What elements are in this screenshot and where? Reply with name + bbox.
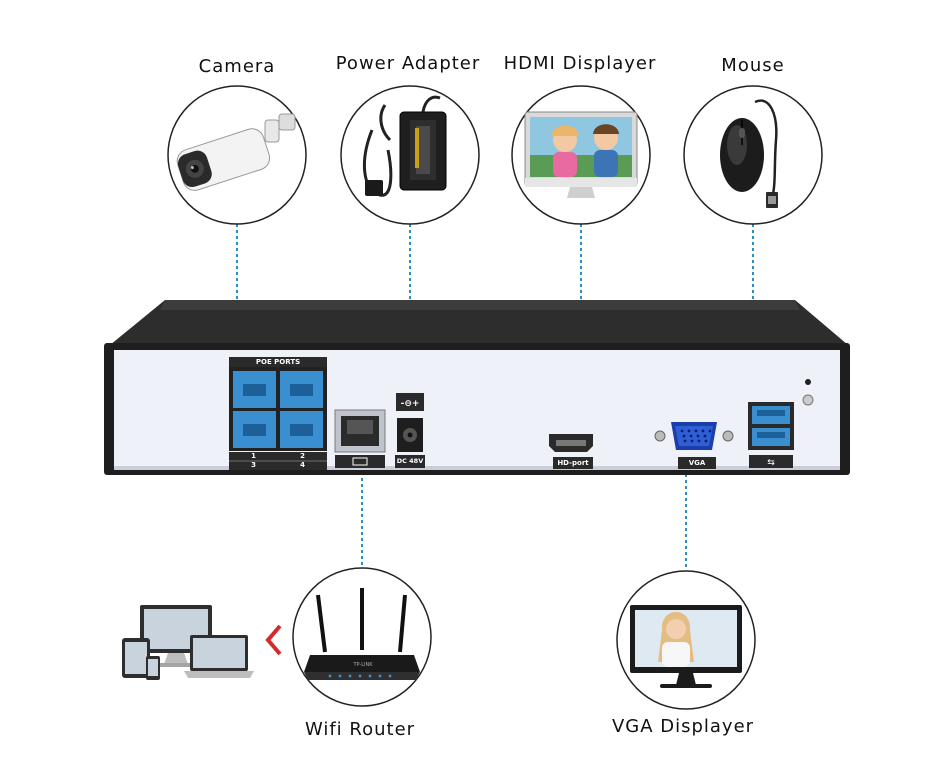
monitor-icon (524, 111, 638, 198)
vga-port (654, 422, 734, 469)
lan-port (334, 409, 386, 468)
usb-icon: ⇆ (767, 458, 775, 468)
arrow-left-icon (265, 624, 282, 656)
vga-monitor-icon (630, 605, 742, 688)
poe-port-number: 2 (300, 452, 305, 460)
wifi-router-label: Wifi Router (304, 719, 416, 740)
vga-port-label: VGA (688, 459, 706, 467)
vga-displayer-label: VGA Displayer (611, 716, 755, 737)
svg-text:-⊖+: -⊖+ (401, 399, 420, 409)
usb-ports: ⇆ (748, 402, 794, 468)
hdmi-displayer-label: HDMI Displayer (503, 53, 657, 74)
poe-port-number: 1 (251, 452, 256, 460)
reset-hole (805, 379, 811, 385)
client-devices-icon (122, 605, 254, 680)
dc-port-label: DC 48V (396, 457, 424, 465)
poe-port-number: 4 (300, 461, 305, 469)
nvr-recorder: -⊖+ (104, 300, 850, 475)
power-adapter-label: Power Adapter (335, 53, 481, 74)
poe-ports-label: POE PORTS (255, 358, 301, 366)
poe-port-number: 3 (251, 461, 256, 469)
power-adapter-icon (362, 95, 447, 197)
hdmi-port-label: HD-port (557, 459, 589, 467)
hdmi-port (549, 434, 593, 469)
mouse-icon (720, 99, 778, 208)
router-icon: TP-LINK (304, 588, 420, 680)
mouse-label: Mouse (721, 55, 785, 76)
poe-ports (229, 357, 327, 470)
svg-text:TP-LINK: TP-LINK (352, 662, 373, 668)
camera-icon (176, 113, 296, 191)
dc-power-jack: -⊖+ (395, 393, 425, 468)
nvr-rear-panel (114, 350, 840, 468)
ground-screw (802, 394, 814, 406)
lan-icon (352, 457, 368, 466)
camera-label: Camera (198, 56, 276, 77)
nvr-top-cover (110, 300, 848, 345)
